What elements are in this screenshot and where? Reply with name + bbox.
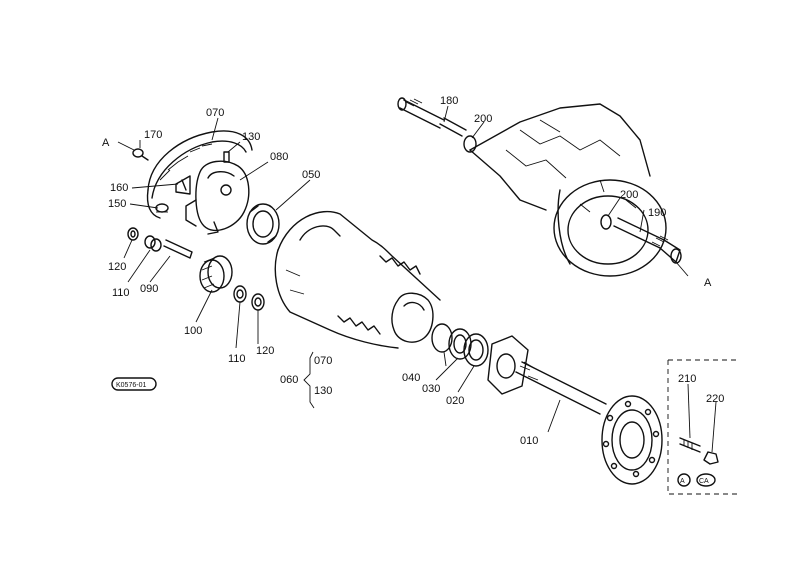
stud-nut-box: [667, 359, 740, 495]
seal-200-right: [600, 214, 612, 230]
label-120-left: 120: [108, 261, 126, 273]
label-190: 190: [648, 207, 666, 219]
circled-a: A: [680, 478, 685, 485]
label-010: 010: [520, 435, 538, 447]
retainer-plate: [487, 335, 529, 395]
label-170: 170: [144, 129, 162, 141]
part-labels: 070 130 170 A 080 160 150 050 120 110 09…: [102, 95, 724, 447]
label-050: 050: [302, 169, 320, 181]
label-070-kit: 070: [314, 355, 332, 367]
bearing-110-left: [144, 235, 162, 252]
label-130: 130: [242, 131, 260, 143]
seal-040: [431, 323, 453, 353]
transmission-case: [469, 103, 667, 277]
label-200-right: 200: [620, 189, 638, 201]
planet-gear-160: [175, 175, 191, 195]
label-120-right: 120: [256, 345, 274, 357]
label-040: 040: [402, 372, 420, 384]
carrier-080: [185, 160, 250, 235]
label-210: 210: [678, 373, 696, 385]
label-060: 060: [280, 374, 298, 386]
circled-refs: A CA: [677, 473, 716, 487]
label-110-left: 110: [112, 287, 130, 299]
bearing-020: [463, 333, 489, 367]
seal-200-top: [463, 135, 477, 153]
axle-housing: [274, 210, 441, 349]
circled-ca: CA: [699, 478, 709, 485]
label-200-top: 200: [474, 113, 492, 125]
label-100: 100: [184, 325, 202, 337]
label-030: 030: [422, 383, 440, 395]
label-150: 150: [108, 198, 126, 210]
label-020: 020: [446, 395, 464, 407]
label-090: 090: [140, 283, 158, 295]
washer-120-left: [127, 227, 139, 241]
pin-130: [223, 151, 230, 163]
ref-a-right: A: [704, 277, 712, 289]
ref-a-left: A: [102, 137, 110, 149]
label-220: 220: [706, 393, 724, 405]
label-160: 160: [110, 182, 128, 194]
leader-lines: [117, 105, 717, 453]
axle-shaft-010: [515, 361, 663, 485]
label-180: 180: [440, 95, 458, 107]
bearing-050: [246, 203, 280, 245]
ring-gear-070: [146, 130, 253, 219]
gear-100: [199, 255, 233, 293]
seal-030: [448, 328, 472, 360]
nut-170: [132, 148, 149, 161]
label-110-right: 110: [228, 353, 246, 365]
label-130-kit: 130: [314, 385, 332, 397]
shaft-090: [163, 239, 193, 259]
drawing-stamp: K0576-01: [111, 377, 157, 391]
label-080: 080: [270, 151, 288, 163]
shaft-180: [397, 97, 467, 137]
stamp-text: K0576-01: [116, 382, 146, 389]
washer-120-right: [251, 293, 265, 311]
label-070: 070: [206, 107, 224, 119]
bearing-110-right: [233, 285, 247, 303]
